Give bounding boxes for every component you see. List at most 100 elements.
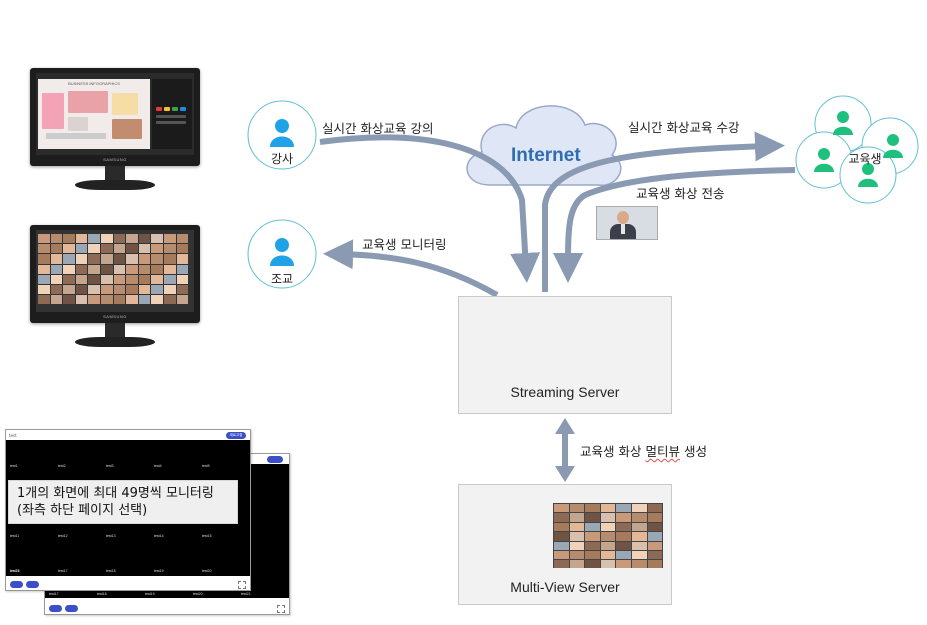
video-tile (113, 274, 126, 284)
tile-label: test18 (97, 592, 107, 596)
video-tile (101, 234, 113, 244)
monitor-brand: SAMSUNG (103, 157, 127, 162)
video-tile (75, 264, 88, 274)
video-tile (101, 264, 113, 274)
tile-label: test15 (202, 534, 212, 538)
video-tile (554, 513, 569, 522)
video-tile (113, 234, 126, 244)
video-tile (113, 244, 126, 254)
edge-label-multiview: 교육생 화상 멀티뷰 생성 (580, 441, 707, 460)
monitor-neck (105, 166, 125, 182)
video-tile (569, 541, 585, 550)
tile-label: test13 (106, 534, 116, 538)
refresh-button-label: 새로고침 (229, 433, 243, 437)
video-tile (138, 244, 151, 254)
video-tile (101, 295, 113, 305)
video-tile (151, 264, 163, 274)
video-tile (138, 274, 151, 284)
monitor-base (75, 180, 155, 190)
arrowhead-up (555, 418, 575, 434)
video-tile (38, 285, 50, 295)
video-tile (176, 264, 189, 274)
video-tile (151, 274, 163, 284)
refresh-button[interactable]: 새로고침 (226, 432, 246, 439)
video-tile (75, 295, 88, 305)
video-tile (616, 560, 631, 568)
video-tile (38, 254, 50, 264)
video-tile (151, 234, 163, 244)
students-label: 교육생 (848, 152, 882, 166)
video-tile (585, 513, 600, 522)
slide-card (112, 93, 138, 115)
page-prev-button[interactable] (49, 605, 62, 612)
video-tile (151, 295, 163, 305)
assistant-circle (247, 219, 317, 289)
video-tile (647, 532, 663, 541)
slide-title: BUSINESS INFOGRAPHICS (68, 81, 120, 86)
video-tile (600, 522, 616, 532)
video-tile (569, 532, 585, 541)
video-tile (585, 522, 600, 532)
arrow-monitoring (323, 239, 499, 298)
video-tile (554, 541, 569, 550)
video-tile (151, 254, 163, 264)
assistant-label: 조교 (270, 272, 294, 286)
video-tile (63, 274, 75, 284)
swatch (164, 107, 170, 111)
refresh-button[interactable] (267, 456, 283, 463)
video-tile (164, 254, 176, 264)
video-tile (101, 274, 113, 284)
edge-label-live-lecture: 실시간 화상교육 강의 (322, 121, 434, 136)
streaming-server-title: Streaming Server (510, 384, 620, 400)
infographic-slide: BUSINESS INFOGRAPHICS (38, 79, 150, 149)
tile-label: test1 (10, 464, 18, 468)
video-tile (600, 532, 616, 541)
arrow-live-attend (542, 131, 785, 292)
tile-label: test4 (154, 464, 162, 468)
video-tile (164, 244, 176, 254)
video-tile (101, 254, 113, 264)
page-next-button[interactable] (65, 605, 78, 612)
video-tile (126, 244, 138, 254)
video-tile (113, 254, 126, 264)
instructor-person-icon (270, 119, 294, 147)
video-tile (88, 285, 100, 295)
video-tile (554, 560, 569, 568)
video-tile (616, 551, 631, 560)
color-panel (152, 79, 192, 149)
student-video-thumbnail (596, 206, 658, 240)
video-tile (554, 532, 569, 541)
callout-line-1: 1개의 화면에 최대 49명씩 모니터링 (17, 486, 214, 501)
video-tile (126, 264, 138, 274)
page-next-button[interactable] (26, 581, 39, 588)
video-tile (569, 551, 585, 560)
video-tile (164, 295, 176, 305)
edge-label-multiview-suffix: 생성 (679, 444, 707, 459)
video-tile (75, 234, 88, 244)
multiview-server-title: Multi-View Server (510, 579, 620, 595)
video-tile (647, 560, 663, 568)
video-tile (88, 254, 100, 264)
video-tile (569, 513, 585, 522)
tile-label: test20 (193, 592, 203, 596)
tile-label: test14 (154, 534, 164, 538)
slide-card (68, 117, 88, 131)
video-tile (176, 295, 189, 305)
video-tile (50, 234, 63, 244)
video-tile (75, 244, 88, 254)
video-tile (126, 285, 138, 295)
video-tile (38, 295, 50, 305)
edge-label-live-attend: 실시간 화상교육 수강 (628, 120, 740, 135)
video-tile (63, 254, 75, 264)
video-tile (138, 234, 151, 244)
video-tile (632, 522, 647, 532)
monitor-neck (105, 323, 125, 339)
video-tile (101, 285, 113, 295)
swatch (172, 107, 178, 111)
slide-card (42, 93, 64, 129)
page-prev-button[interactable] (10, 581, 23, 588)
fullscreen-icon[interactable] (238, 581, 246, 589)
fullscreen-icon[interactable] (277, 605, 285, 613)
video-tile (176, 254, 189, 264)
video-tile (50, 254, 63, 264)
